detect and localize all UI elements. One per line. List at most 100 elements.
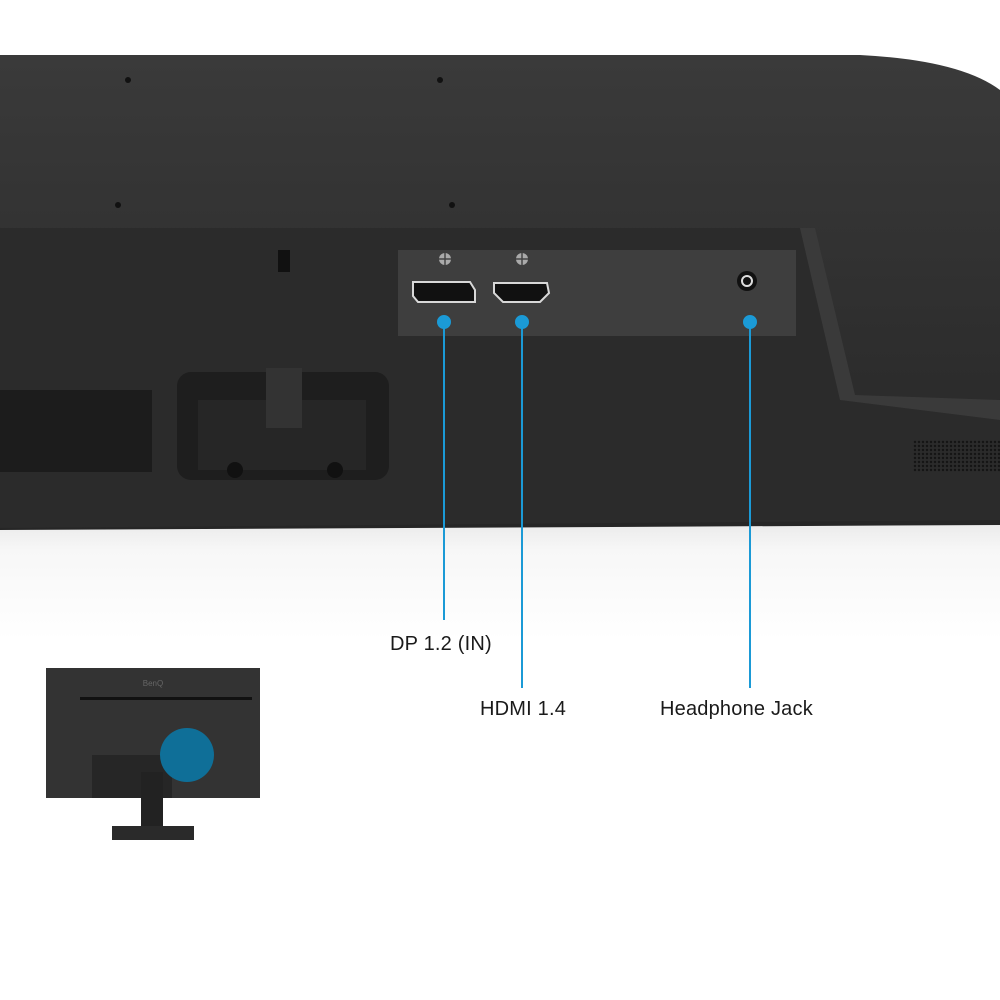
grille-hole xyxy=(917,464,921,468)
grille-hole xyxy=(933,464,937,468)
grille-hole xyxy=(953,468,957,472)
headphone-jack-icon xyxy=(737,271,757,291)
grille-hole xyxy=(989,456,993,460)
grille-hole xyxy=(945,464,949,468)
grille-hole xyxy=(997,452,1000,456)
speaker-grille xyxy=(913,440,1000,472)
grille-hole xyxy=(937,444,941,448)
grille-hole xyxy=(985,448,989,452)
grille-hole xyxy=(997,464,1000,468)
grille-hole xyxy=(933,448,937,452)
grille-hole xyxy=(961,440,965,444)
grille-hole xyxy=(941,452,945,456)
grille-hole xyxy=(993,468,997,472)
grille-hole xyxy=(997,440,1000,444)
grille-hole xyxy=(929,444,933,448)
grille-hole xyxy=(965,448,969,452)
callout-dot-dp xyxy=(437,315,451,329)
grille-hole xyxy=(949,448,953,452)
grille-hole xyxy=(965,444,969,448)
grille-hole xyxy=(957,444,961,448)
grille-hole xyxy=(997,448,1000,452)
housing-edge xyxy=(800,228,1000,420)
grille-hole xyxy=(925,464,929,468)
grille-hole xyxy=(965,464,969,468)
grille-hole xyxy=(961,444,965,448)
grille-hole xyxy=(925,452,929,456)
grille-hole xyxy=(957,440,961,444)
grille-hole xyxy=(937,440,941,444)
grille-hole xyxy=(949,468,953,472)
grille-hole xyxy=(977,444,981,448)
grille-hole xyxy=(921,460,925,464)
grille-hole xyxy=(953,464,957,468)
grille-hole xyxy=(985,440,989,444)
grille-hole xyxy=(933,444,937,448)
grille-hole xyxy=(945,452,949,456)
grille-hole xyxy=(965,468,969,472)
grille-hole xyxy=(957,452,961,456)
grille-hole xyxy=(921,448,925,452)
highlight-circle xyxy=(160,728,214,782)
grille-hole xyxy=(957,448,961,452)
grille-hole xyxy=(949,440,953,444)
grille-hole xyxy=(953,456,957,460)
grille-hole xyxy=(953,440,957,444)
grille-hole xyxy=(977,440,981,444)
grille-hole xyxy=(925,460,929,464)
grille-hole xyxy=(957,468,961,472)
grille-hole xyxy=(997,468,1000,472)
grille-hole xyxy=(985,444,989,448)
grille-hole xyxy=(929,460,933,464)
grille-hole xyxy=(933,440,937,444)
grille-hole xyxy=(993,440,997,444)
grille-hole xyxy=(989,440,993,444)
grille-hole xyxy=(945,440,949,444)
grille-hole xyxy=(941,444,945,448)
grille-hole xyxy=(917,444,921,448)
grille-hole xyxy=(969,444,973,448)
grille-hole xyxy=(929,468,933,472)
grille-hole xyxy=(965,452,969,456)
grille-hole xyxy=(977,452,981,456)
recess xyxy=(0,390,152,472)
grille-hole xyxy=(929,456,933,460)
grille-hole xyxy=(937,460,941,464)
grille-hole xyxy=(981,452,985,456)
grille-hole xyxy=(973,464,977,468)
floor-shadow xyxy=(0,520,1000,640)
grille-hole xyxy=(917,468,921,472)
grille-hole xyxy=(941,440,945,444)
grille-hole xyxy=(969,440,973,444)
grille-hole xyxy=(997,456,1000,460)
grille-hole xyxy=(985,456,989,460)
grille-hole xyxy=(961,452,965,456)
grille-hole xyxy=(917,456,921,460)
grille-hole xyxy=(961,464,965,468)
grille-hole xyxy=(941,464,945,468)
grille-hole xyxy=(921,456,925,460)
grille-hole xyxy=(993,460,997,464)
grille-hole xyxy=(913,452,917,456)
grille-hole xyxy=(953,448,957,452)
benq-logo: BenQ xyxy=(143,679,163,688)
grille-hole xyxy=(989,448,993,452)
callout-label-dp: DP 1.2 (IN) xyxy=(390,633,492,655)
grille-hole xyxy=(993,452,997,456)
grille-hole xyxy=(941,468,945,472)
grille-hole xyxy=(933,460,937,464)
grille-hole xyxy=(913,460,917,464)
grille-hole xyxy=(949,456,953,460)
grille-hole xyxy=(989,444,993,448)
grille-hole xyxy=(985,460,989,464)
grille-hole xyxy=(961,456,965,460)
grille-hole xyxy=(941,460,945,464)
grille-hole xyxy=(933,452,937,456)
grille-hole xyxy=(953,452,957,456)
grille-hole xyxy=(989,460,993,464)
kensington-lock-slot xyxy=(278,250,290,272)
grille-hole xyxy=(913,468,917,472)
grille-hole xyxy=(985,452,989,456)
grille-hole xyxy=(961,460,965,464)
grille-hole xyxy=(993,444,997,448)
